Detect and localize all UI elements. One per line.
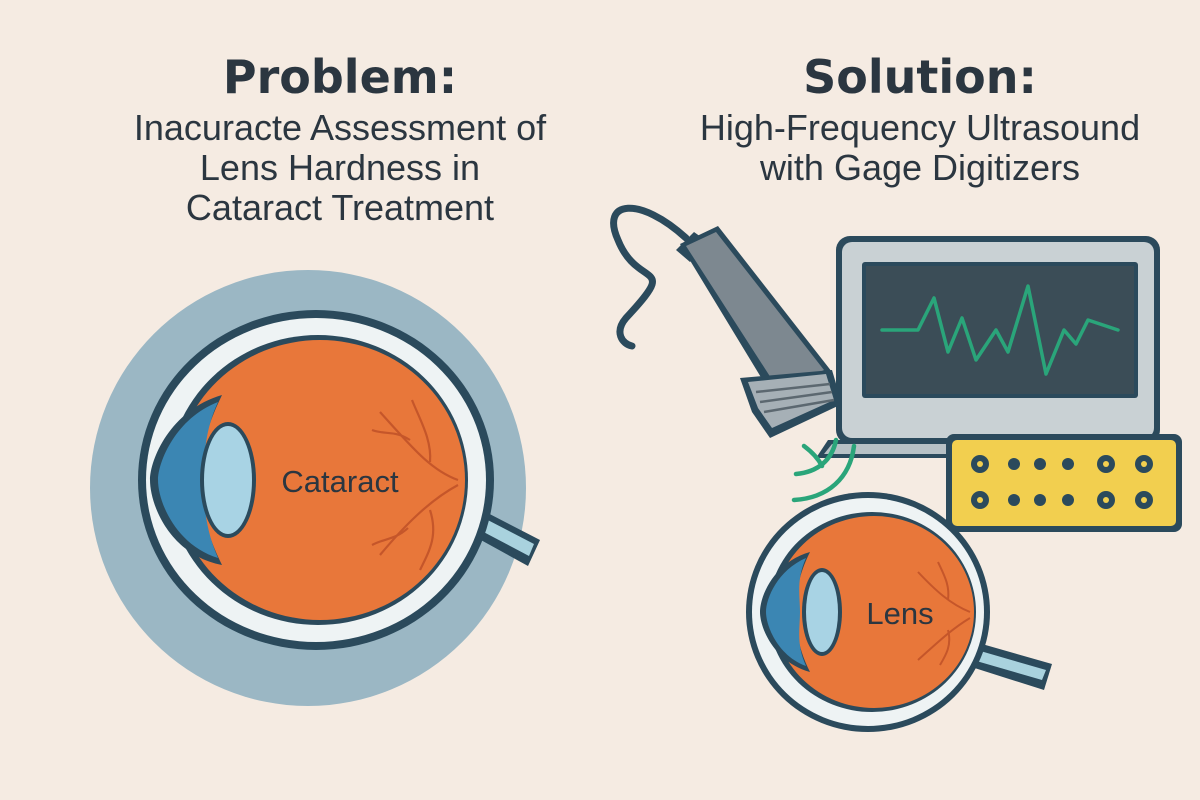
lens-eyeball-interior [774,516,974,708]
optic-nerve-small [962,640,1052,690]
solution-title: Solution: [803,50,1037,104]
ultrasound-monitor [816,236,1180,458]
eyeball-interior [175,340,465,620]
cataract-label: Cataract [281,464,399,499]
problem-line-3: Cataract Treatment [185,187,495,229]
solution-line-1: High-Frequency Ultrasound [699,106,1141,148]
problem-line-1: Inacuracte Assessment of [133,106,547,148]
solution-heading: Solution: High-Frequency Ultrasound with… [620,50,1200,188]
problem-line-2: Lens Hardness in [199,146,481,188]
ultrasound-probe [610,204,842,438]
solution-eye-diagram: Lens [746,492,1052,732]
solution-line-2: with Gage Digitizers [759,146,1081,188]
retinal-veins-small [917,561,971,666]
lens-label: Lens [866,596,933,631]
retinal-veins [371,399,459,571]
problem-heading: Problem: Inacuracte Assessment of Lens H… [40,50,640,229]
gage-digitizer [946,434,1182,532]
problem-title: Problem: [222,50,458,104]
ultrasound-waveform [880,284,1120,376]
problem-eye-diagram: Cataract [90,270,540,706]
probe-cable [610,204,690,350]
sound-waves [791,437,857,503]
